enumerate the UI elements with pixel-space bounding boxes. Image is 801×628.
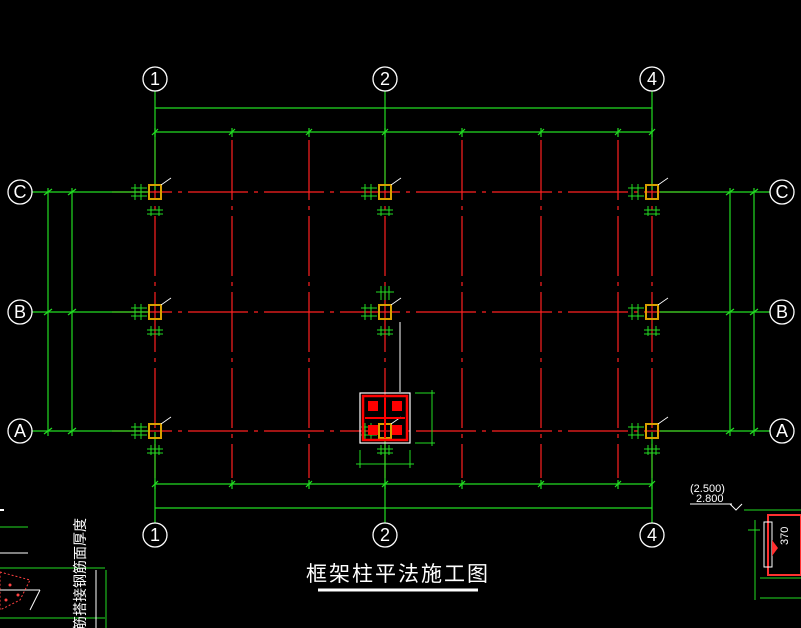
dim-slash-side-1-1 xyxy=(67,308,77,316)
column-marker-3 xyxy=(361,177,402,216)
dim-slash-side-1-3 xyxy=(749,308,759,316)
dim-slash-side-1-0 xyxy=(43,308,53,316)
axis-bubble-top-4: 4 xyxy=(639,66,665,92)
dim-slash-top-5 xyxy=(537,128,545,136)
dim-slash-top-3 xyxy=(381,128,389,136)
dim-slash-top-0 xyxy=(151,128,159,136)
dim-slash-bottom-5 xyxy=(537,480,545,488)
dim-slash-side-0-1 xyxy=(67,188,77,196)
dim-slash-top-2 xyxy=(305,128,313,136)
elevation-label-1: (2.500) xyxy=(690,483,725,495)
axis-bubble-right-b: B xyxy=(769,299,795,325)
axis-label-left-c: C xyxy=(14,182,27,202)
axis-label-bottom-4: 4 xyxy=(647,525,657,545)
axis-label-left-b: B xyxy=(14,302,26,322)
axis-label-left-a: A xyxy=(14,421,26,441)
dim-slash-side-0-0 xyxy=(43,188,53,196)
green-axis-lines xyxy=(32,91,770,523)
axis-label-right-b: B xyxy=(776,302,788,322)
axis-label-bottom-2: 2 xyxy=(380,525,390,545)
column-marker-7 xyxy=(628,297,669,336)
axis-bubble-left-b: B xyxy=(7,299,33,325)
red-grid-lines xyxy=(112,140,690,478)
axis-bubble-bottom-2: 2 xyxy=(372,522,398,548)
axis-bubble-top-1: 1 xyxy=(142,66,168,92)
dim-slash-side-2-2 xyxy=(725,427,735,435)
dim-slash-bottom-2 xyxy=(305,480,313,488)
axis-label-top-4: 4 xyxy=(647,69,657,89)
dim-slash-bottom-3 xyxy=(381,480,389,488)
dim-slash-bottom-0 xyxy=(151,480,159,488)
column-marker-1 xyxy=(131,297,172,336)
axis-label-bottom-1: 1 xyxy=(150,525,160,545)
dim-slash-bottom-1 xyxy=(228,480,236,488)
dim-slash-bottom-6 xyxy=(614,480,622,488)
dim-slash-top-1 xyxy=(228,128,236,136)
column-markers xyxy=(131,177,669,455)
dim-slash-bottom-4 xyxy=(458,480,466,488)
axis-label-right-c: C xyxy=(776,182,789,202)
elevation-detail-right: (2.500) 2.800 370 xyxy=(690,483,801,600)
partial-detail-left: 筋搭接钢筋面厚度 xyxy=(0,509,107,628)
dim-slash-side-1-2 xyxy=(725,308,735,316)
side-dimension-label: 370 xyxy=(779,527,791,545)
partial-vertical-label: 筋搭接钢筋面厚度 xyxy=(72,518,89,628)
column-marker-b-top-ticks xyxy=(376,286,394,300)
column-marker-0 xyxy=(131,177,172,216)
axis-label-top-2: 2 xyxy=(380,69,390,89)
drawing-title: 框架柱平法施工图 xyxy=(306,562,490,586)
dim-slash-top-7 xyxy=(648,128,656,136)
elevation-label-2: 2.800 xyxy=(696,493,724,505)
axis-label-right-a: A xyxy=(776,421,788,441)
axis-bubble-right-a: A xyxy=(769,418,795,444)
dim-slash-side-2-3 xyxy=(749,427,759,435)
dim-slash-bottom-7 xyxy=(648,480,656,488)
axis-bubble-right-c: C xyxy=(769,179,795,205)
dim-slash-top-6 xyxy=(614,128,622,136)
dim-slash-side-2-1 xyxy=(67,427,77,435)
dim-slash-side-0-2 xyxy=(725,188,735,196)
axis-bubble-left-c: C xyxy=(7,179,33,205)
axis-bubble-top-2: 2 xyxy=(372,66,398,92)
column-marker-8 xyxy=(628,416,669,455)
column-marker-2 xyxy=(131,416,172,455)
axis-label-top-1: 1 xyxy=(150,69,160,89)
axis-bubble-left-a: A xyxy=(7,418,33,444)
axis-bubble-bottom-4: 4 xyxy=(639,522,665,548)
dim-slash-side-2-0 xyxy=(43,427,53,435)
column-marker-4 xyxy=(361,297,402,336)
column-section-detail xyxy=(356,322,435,468)
axis-bubble-bottom-1: 1 xyxy=(142,522,168,548)
dim-slash-top-4 xyxy=(458,128,466,136)
dim-slash-side-0-3 xyxy=(749,188,759,196)
column-marker-6 xyxy=(628,177,669,216)
